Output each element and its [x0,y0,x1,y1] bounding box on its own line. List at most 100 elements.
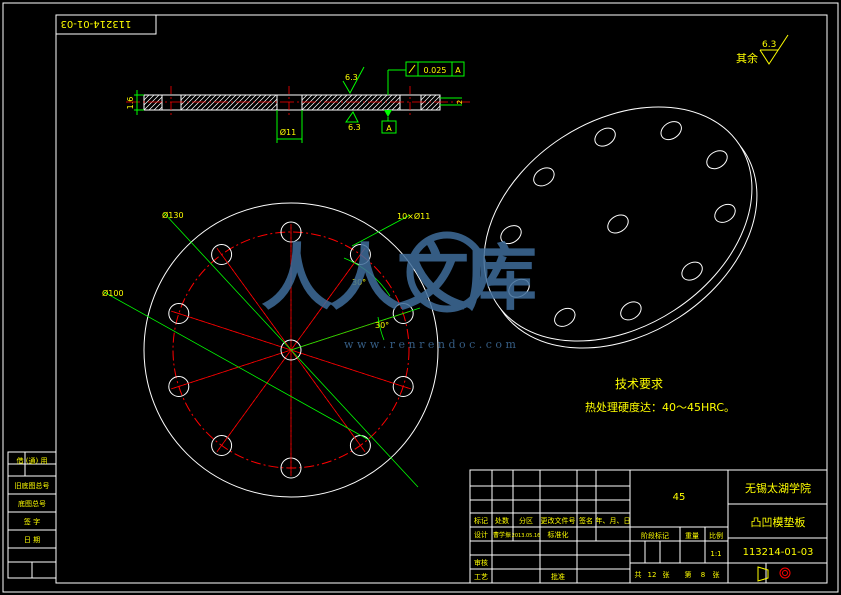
page-suffix: 张 [713,570,720,579]
title-header-cell: 更改文件号 [541,516,576,525]
review-label: 审核 [474,558,488,567]
angle-dim-1: 30° [352,278,366,287]
iso-hole [554,307,576,327]
holes-callout: 10×Ø11 [397,211,430,221]
plan-hole [211,244,233,265]
plan-centerline [216,247,366,453]
part-name: 凸凹模垫板 [751,515,806,529]
thickness-dim: 1.6 [126,97,135,110]
scale-label: 比例 [709,531,723,540]
title-header-cell: 处数 [495,516,509,525]
holes-leader [351,214,411,247]
plan-hole [168,376,190,397]
iso-hole [533,167,555,187]
design-date: 2013.05.16 [512,533,541,539]
title-block [469,469,828,584]
sheet-label: 张 [663,570,670,579]
plan-hole [168,303,190,324]
process-label: 工艺 [474,573,488,581]
title-header-cell: 标记 [474,516,488,525]
plan-centerline [216,247,366,453]
iso-hole [508,278,530,298]
page-label: 第 [685,570,692,579]
total-sheets: 12 [648,571,657,579]
weight-label: 重量 [685,532,699,540]
std-label: 标准化 [548,530,569,539]
watermark: 人人文库 w w w . r e n r e n d o c . c o m [261,231,539,351]
roughness-symbol-icon [759,34,789,65]
roughness-rest: 其余 6.3 [736,34,789,65]
iso-hole [620,301,642,321]
tech-req-title: 技术要求 [615,377,663,391]
plan-centerline [171,310,411,390]
page-number: 8 [701,571,705,579]
total-label: 共 [635,570,642,579]
mirrored-drawing-number: 113214-01-03 [61,18,132,29]
projection-circle-icon [779,567,791,579]
iso-hole [714,203,736,223]
plan-hole [392,303,414,324]
plan-hole [392,376,414,397]
roughness-top-icon [342,66,365,95]
hole-dia-dim: Ø11 [280,127,296,137]
plan-view: Ø130 Ø100 10×Ø11 30° 30° [102,202,439,498]
iso-top-face [483,106,753,342]
flatness-tolerance: 0.025 [424,66,447,75]
left-strip: 借 (通) 用 旧底图总号 底图总号 签 字 日 期 [7,451,57,579]
plan-centerline [216,247,366,453]
tech-req-line1: 热处理硬度达：40～45HRC。 [585,400,735,414]
plan-centerline [216,247,366,453]
title-header-cell: 分区 [519,516,533,525]
roughness-rest-value: 6.3 [762,40,776,50]
strip-base-number: 底图总号 [18,499,46,508]
design-label: 设计 [474,530,488,539]
isometric-view [483,106,758,349]
roughness-bottom-icon [345,111,359,123]
roughness-top-value: 6.3 [345,73,358,82]
watermark-brand: 人人文库 [261,235,535,320]
projection-cone-icon [757,566,769,582]
iso-center-hole [607,214,629,234]
flatness-datum: A [455,66,461,75]
title-header-cell: 年、月、日 [596,516,631,525]
scale-value: 1:1 [710,550,721,558]
strip-sign: 签 字 [24,517,40,526]
pcd-dim: Ø100 [102,288,124,298]
watermark-url: w w w . r e n r e n d o c . c o m [344,338,516,351]
iso-hole [681,261,703,281]
angle-dim-2: 30° [375,321,389,330]
iso-hole [706,150,728,170]
iso-hole [660,121,682,141]
plan-centerline [171,310,411,390]
right-dim: 2 [456,100,464,104]
drawing-number: 113214-01-03 [743,547,814,558]
strip-date: 日 期 [24,536,40,544]
tech-requirements: 技术要求 热处理硬度达：40～45HRC。 [585,377,735,414]
flatness-icon [408,64,416,74]
title-header-cell: 签名 [579,516,593,525]
stage-label: 阶段标记 [641,531,669,540]
iso-hole [500,225,522,245]
strip-borrow: 借 (通) 用 [17,456,48,465]
inner-border [55,14,828,584]
roughness-bottom-value: 6.3 [348,123,361,132]
section-view: 1.6 2 Ø11 6.3 6.3 0.025 A A [126,61,470,143]
approve-label: 批准 [551,572,565,581]
iso-hole [594,127,616,147]
pcd-leader [103,291,370,441]
datum-triangle-icon [384,110,392,117]
outer-circle [143,202,439,498]
plan-hole [211,435,233,456]
center-hole [280,339,302,361]
school-name: 无锡太湖学院 [745,481,811,495]
mirrored-number-box: 113214-01-03 [55,14,157,35]
plan-centerline [171,310,411,390]
plan-hole [349,244,371,265]
designer-name: 曹学振 [493,531,511,539]
title-block-text: 45 无锡太湖学院 凸凹模垫板 113214-01-03 标记处数 分区更改文件号… [474,481,814,582]
outer-dia-dim: Ø130 [162,210,184,220]
material: 45 [673,492,686,503]
strip-old-number: 旧底图总号 [15,481,50,490]
